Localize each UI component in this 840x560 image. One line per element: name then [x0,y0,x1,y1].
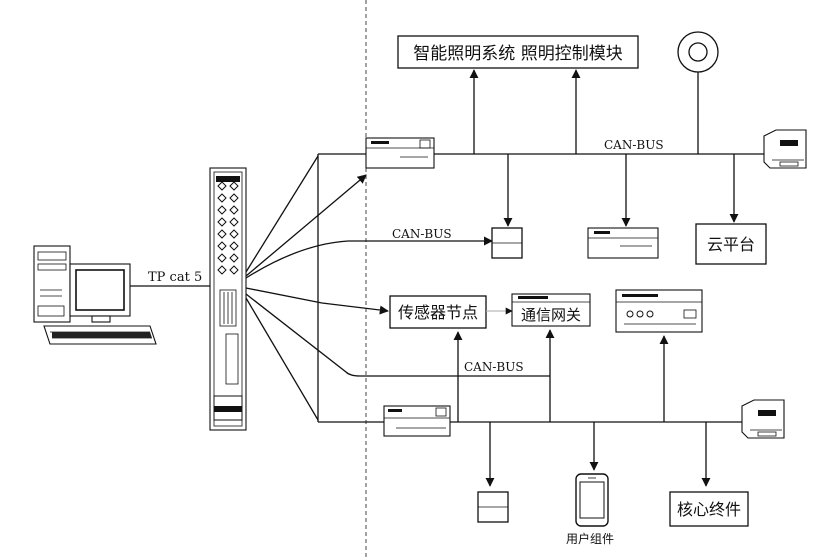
tp-cat-label: TP cat 5 [148,270,202,285]
sensor-node-box [389,295,487,329]
smartphone-icon [575,473,609,527]
control-unit-device [587,227,659,259]
cloud-platform-box [695,223,767,265]
switch-port [217,253,227,263]
top-controller-device [365,137,435,169]
core-terminal-label: 核心终件 [677,500,741,519]
computer-icon [33,245,157,345]
switch-port [217,205,227,215]
switch-port [229,241,239,251]
switch-port [217,265,227,275]
bottom-right-terminal-icon [741,399,785,439]
switch-port [229,253,239,263]
can-bus-mid-label: CAN-BUS [392,227,452,241]
lighting-control-module-label: 智能照明系统 照明控制模块 [413,44,622,64]
sensor-node-label: 传感器节点 [398,303,478,322]
gateway-device [511,293,591,327]
switch-port [217,241,227,251]
switch-port [229,193,239,203]
cloud-platform-label: 云平台 [707,235,755,254]
switch-port [229,265,239,275]
lighting-control-module-box [397,35,639,69]
smoke-sensor-icon [677,31,719,154]
can-bus-top-label: CAN-BUS [604,138,664,152]
switch-port [217,193,227,203]
gateway-label: 通信网关 [521,306,581,324]
bottom-controller-device [383,405,451,437]
switch-port [229,217,239,227]
core-terminal-box [669,491,749,527]
top-right-terminal-icon [763,129,807,169]
rack-switch-icon [209,167,247,431]
user-component-label: 用户组件 [566,531,614,546]
switch-port [217,229,227,239]
switch-port [229,229,239,239]
switch-port [217,181,227,191]
can-bus-low-label: CAN-BUS [464,360,524,374]
switch-port [229,205,239,215]
switch-port [229,181,239,191]
switch-port [217,217,227,227]
io-panel-device [615,289,703,333]
